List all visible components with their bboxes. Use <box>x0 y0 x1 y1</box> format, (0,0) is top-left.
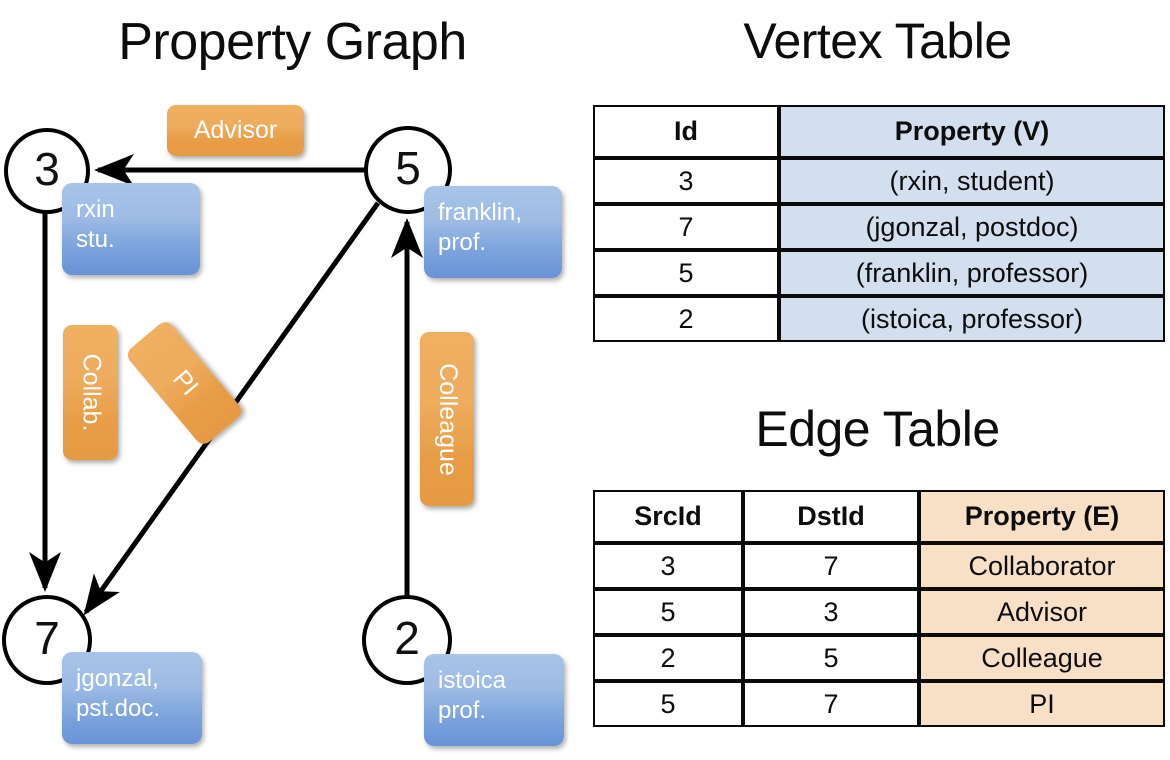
node-property-7-line2: pst.doc. <box>76 695 161 722</box>
table-row: 3 (rxin, student) <box>593 158 1165 204</box>
vertex-row-0-id: 3 <box>593 158 779 204</box>
node-property-box-5[interactable]: franklin, prof. <box>424 186 562 278</box>
node-property-box-3[interactable]: rxin stu. <box>62 183 200 275</box>
edge-label-colleague[interactable]: Colleague <box>420 332 474 506</box>
edge-row-2-dstid: 5 <box>743 635 919 681</box>
edge-table-header-row: SrcId DstId Property (E) <box>593 490 1165 543</box>
node-property-2-line2: prof. <box>438 697 487 724</box>
edge-row-1-srcid: 5 <box>593 589 743 635</box>
page-title-vertex-table: Vertex Table <box>743 13 1012 69</box>
vertex-table-header-property: Property (V) <box>779 105 1165 158</box>
table-row: 5 3 Advisor <box>593 589 1165 635</box>
table-row: 3 7 Collaborator <box>593 543 1165 589</box>
edge-label-collaborator[interactable]: Collab. <box>63 325 118 460</box>
edge-table: SrcId DstId Property (E) 3 7 Collaborato… <box>593 490 1165 727</box>
edge-row-3-property: PI <box>919 681 1165 727</box>
edge-label-collaborator-text: Collab. <box>77 353 106 432</box>
edge-label-advisor[interactable]: Advisor <box>167 105 304 156</box>
page-title-property-graph: Property Graph <box>118 13 467 71</box>
node-property-3-line1: rxin <box>76 196 115 223</box>
edge-row-3-dstid: 7 <box>743 681 919 727</box>
edge-label-colleague-text: Colleague <box>433 362 462 476</box>
vertex-table-header-row: Id Property (V) <box>593 105 1165 158</box>
node-property-5-line2: prof. <box>438 229 487 256</box>
graph-node-3-label: 3 <box>34 143 60 195</box>
edge-row-2-srcid: 2 <box>593 635 743 681</box>
page-title-edge-table: Edge Table <box>755 401 1000 457</box>
vertex-row-1-property: (jgonzal, postdoc) <box>779 204 1165 250</box>
edge-table-header-property: Property (E) <box>919 490 1165 543</box>
vertex-row-1-id: 7 <box>593 204 779 250</box>
vertex-row-3-id: 2 <box>593 296 779 342</box>
table-row: 2 (istoica, professor) <box>593 296 1165 342</box>
graph-node-5-label: 5 <box>395 142 421 194</box>
edge-label-pi-text: PI <box>166 364 204 401</box>
node-property-7-line1: jgonzal, <box>76 665 159 692</box>
table-row: 7 (jgonzal, postdoc) <box>593 204 1165 250</box>
node-property-box-7[interactable]: jgonzal, pst.doc. <box>62 652 202 744</box>
edge-row-1-dstid: 3 <box>743 589 919 635</box>
vertex-row-0-property: (rxin, student) <box>779 158 1165 204</box>
vertex-table: Id Property (V) 3 (rxin, student) 7 (jgo… <box>593 105 1165 342</box>
vertex-table-header-id: Id <box>593 105 779 158</box>
table-row: 2 5 Colleague <box>593 635 1165 681</box>
node-property-box-2[interactable]: istoica prof. <box>424 654 564 746</box>
edge-label-advisor-text: Advisor <box>193 116 278 144</box>
edge-row-1-property: Advisor <box>919 589 1165 635</box>
graph-node-5[interactable]: 5 <box>364 126 452 214</box>
node-property-3-line2: stu. <box>76 226 115 253</box>
edge-row-0-srcid: 3 <box>593 543 743 589</box>
vertex-row-3-property: (istoica, professor) <box>779 296 1165 342</box>
table-row: 5 (franklin, professor) <box>593 250 1165 296</box>
edge-row-2-property: Colleague <box>919 635 1165 681</box>
node-property-5-line1: franklin, <box>438 199 523 226</box>
table-row: 5 7 PI <box>593 681 1165 727</box>
edge-row-0-dstid: 7 <box>743 543 919 589</box>
graph-node-2-label: 2 <box>394 612 420 664</box>
vertex-row-2-id: 5 <box>593 250 779 296</box>
graph-node-7-label: 7 <box>34 612 60 664</box>
edge-table-header-dstid: DstId <box>743 490 919 543</box>
edge-row-0-property: Collaborator <box>919 543 1165 589</box>
graph-node-2[interactable]: 2 <box>362 595 452 685</box>
edge-table-header-srcid: SrcId <box>593 490 743 543</box>
edge-row-3-srcid: 5 <box>593 681 743 727</box>
vertex-row-2-property: (franklin, professor) <box>779 250 1165 296</box>
node-property-2-line1: istoica <box>438 667 507 694</box>
property-graph-panel: 3 5 7 2 rxin stu. franklin, prof. jgonza… <box>2 105 564 746</box>
